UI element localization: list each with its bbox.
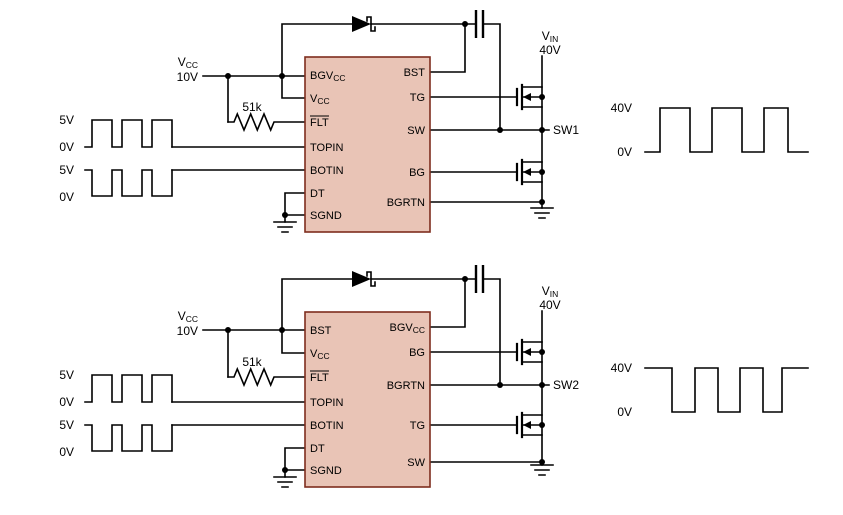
- topin-waveform: [84, 119, 173, 148]
- vcc-supply-value: 10V: [177, 324, 198, 338]
- topin-high-label: 5V: [59, 368, 74, 382]
- junction-dots: [225, 276, 545, 473]
- pin-botin: BOTIN: [310, 165, 344, 177]
- pin-flt: FLT: [310, 117, 329, 129]
- ic-body: [304, 311, 431, 488]
- pin-sgnd: SGND: [310, 210, 342, 222]
- pin-sgnd: SGND: [310, 465, 342, 477]
- pin-tg: TG: [410, 420, 425, 432]
- pin-dt: DT: [310, 188, 325, 200]
- ground-icon: [273, 476, 297, 488]
- topin-low-label: 0V: [59, 140, 74, 154]
- resistor-icon: [227, 111, 306, 133]
- capacitor-icon: [474, 265, 485, 293]
- output-high-label: 40V: [611, 101, 632, 115]
- pin-bgvcc: BGVCC: [389, 322, 425, 335]
- output-low-label: 0V: [617, 145, 632, 159]
- vcc-supply-value: 10V: [177, 70, 198, 84]
- pin-bst: BST: [310, 325, 332, 337]
- vin-value: 40V: [539, 43, 560, 57]
- pin-bg: BG: [409, 167, 425, 179]
- capacitor-icon: [474, 10, 485, 38]
- output-high-label: 40V: [611, 361, 632, 375]
- pin-sw: SW: [407, 125, 425, 137]
- mosfet-low-side-icon: [515, 158, 543, 186]
- wires: [171, 278, 550, 478]
- junction-dots: [225, 21, 545, 218]
- vin-label: VIN: [542, 284, 559, 299]
- botin-waveform: [84, 169, 173, 197]
- schottky-diode-icon: [352, 271, 376, 287]
- pin-dt: DT: [310, 443, 325, 455]
- switch-node-label: SW2: [553, 378, 579, 392]
- resistor-icon: [227, 366, 306, 388]
- pin-vcc: VCC: [310, 348, 330, 361]
- botin-low-label: 0V: [59, 445, 74, 459]
- pin-bgrtn: BGRTN: [387, 197, 425, 209]
- pin-topin: TOPIN: [310, 142, 343, 154]
- wires: [171, 23, 550, 223]
- botin-high-label: 5V: [59, 418, 74, 432]
- resistor-value: 51k: [242, 100, 262, 114]
- mosfet-high-side-icon: [515, 83, 543, 111]
- pin-botin: BOTIN: [310, 420, 344, 432]
- vcc-supply-label: VCC: [178, 309, 198, 324]
- top-circuit: VCC 10V 51k 5V 0V 5V 0V VIN 40V SW1 40V …: [59, 10, 809, 233]
- topin-high-label: 5V: [59, 113, 74, 127]
- mosfet-low-side-icon: [515, 411, 543, 439]
- sw1-output-waveform: [644, 107, 809, 153]
- pin-sw: SW: [407, 457, 425, 469]
- pin-tg: TG: [410, 92, 425, 104]
- vin-value: 40V: [539, 298, 560, 312]
- pin-bgvcc: BGVCC: [310, 70, 346, 83]
- mosfet-high-side-icon: [515, 338, 543, 366]
- ground-icon: [273, 221, 297, 233]
- bottom-circuit: VCC 10V 51k 5V 0V 5V 0V VIN 40V SW2 40V …: [59, 265, 809, 488]
- ground-icon: [530, 464, 554, 476]
- pin-bg: BG: [409, 347, 425, 359]
- botin-high-label: 5V: [59, 163, 74, 177]
- pin-topin: TOPIN: [310, 397, 343, 409]
- botin-low-label: 0V: [59, 190, 74, 204]
- pin-vcc: VCC: [310, 93, 330, 106]
- botin-waveform: [84, 424, 173, 452]
- pin-bst: BST: [404, 67, 426, 79]
- output-low-label: 0V: [617, 405, 632, 419]
- sw2-output-waveform: [644, 367, 809, 413]
- resistor-value: 51k: [242, 355, 262, 369]
- vin-label: VIN: [542, 29, 559, 44]
- topin-waveform: [84, 374, 173, 403]
- pin-flt: FLT: [310, 372, 329, 384]
- switch-node-label: SW1: [553, 123, 579, 137]
- schottky-diode-icon: [352, 16, 376, 32]
- vcc-supply-label: VCC: [178, 55, 198, 70]
- topin-low-label: 0V: [59, 395, 74, 409]
- pin-bgrtn: BGRTN: [387, 380, 425, 392]
- ground-icon: [530, 207, 554, 219]
- ic-body: [304, 56, 431, 233]
